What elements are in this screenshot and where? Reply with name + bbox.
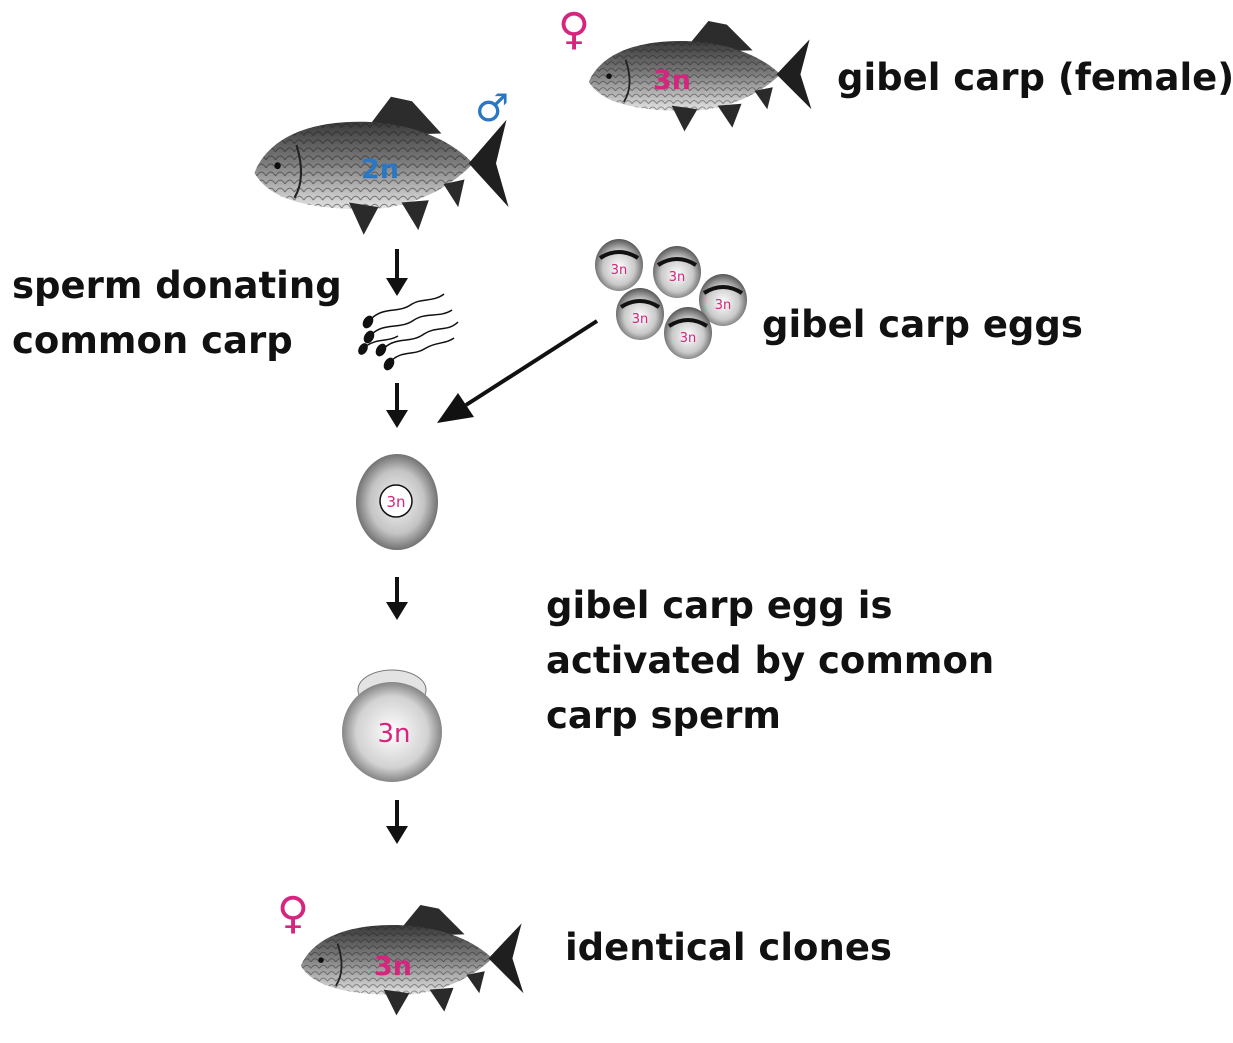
fertilized-egg-icon: 3n [356, 454, 438, 550]
embryo-icon: 3n [342, 669, 442, 782]
egg-ploidy-label: 3n [715, 298, 732, 313]
arrow-down-icon [386, 800, 408, 844]
egg-icon: 3n [616, 288, 664, 340]
egg-ploidy-label: 3n [669, 270, 686, 285]
arrow-down-icon [386, 249, 408, 296]
fertilized-egg-ploidy-label: 3n [386, 493, 405, 511]
arrow-down-icon [386, 383, 408, 428]
arrow-down-icon [386, 577, 408, 620]
gibel-carp-eggs-label: gibel carp eggs [762, 303, 1083, 346]
egg-ploidy-label: 3n [611, 263, 628, 278]
clone-ploidy-label: 3n [374, 951, 412, 982]
activation-label-line2: activated by common [546, 639, 995, 682]
female-ploidy-label: 3n [653, 65, 691, 96]
eggs-to-fertilization-arrow-icon [437, 319, 599, 423]
male-symbol-icon: ♂ [475, 86, 509, 130]
egg-ploidy-label: 3n [632, 312, 649, 327]
gibel-carp-female-label: gibel carp (female) [837, 56, 1233, 99]
sperm-icon [358, 293, 459, 371]
activation-label-line1: gibel carp egg is [546, 584, 893, 627]
gibel-carp-female-fish-icon [587, 20, 813, 133]
egg-ploidy-label: 3n [680, 331, 697, 346]
embryo-ploidy-label: 3n [377, 719, 410, 749]
egg-icon: 3n [595, 239, 643, 291]
egg-icon: 3n [664, 307, 712, 359]
sperm-donor-label-line2: common carp [12, 319, 293, 362]
male-ploidy-label: 2n [361, 154, 399, 185]
activation-label-line3: carp sperm [546, 694, 781, 737]
sperm-donor-label-line1: sperm donating [12, 264, 342, 307]
egg-icon: 3n [653, 246, 701, 298]
identical-clones-label: identical clones [565, 926, 892, 969]
identical-clone-fish-icon [299, 904, 525, 1017]
gibel-carp-eggs-cluster: 3n 3n 3n 3n 3n [595, 239, 747, 359]
female-symbol-icon: ♀ [558, 4, 590, 55]
egg-icon: 3n [699, 274, 747, 326]
female-symbol-icon: ♀ [277, 888, 309, 939]
